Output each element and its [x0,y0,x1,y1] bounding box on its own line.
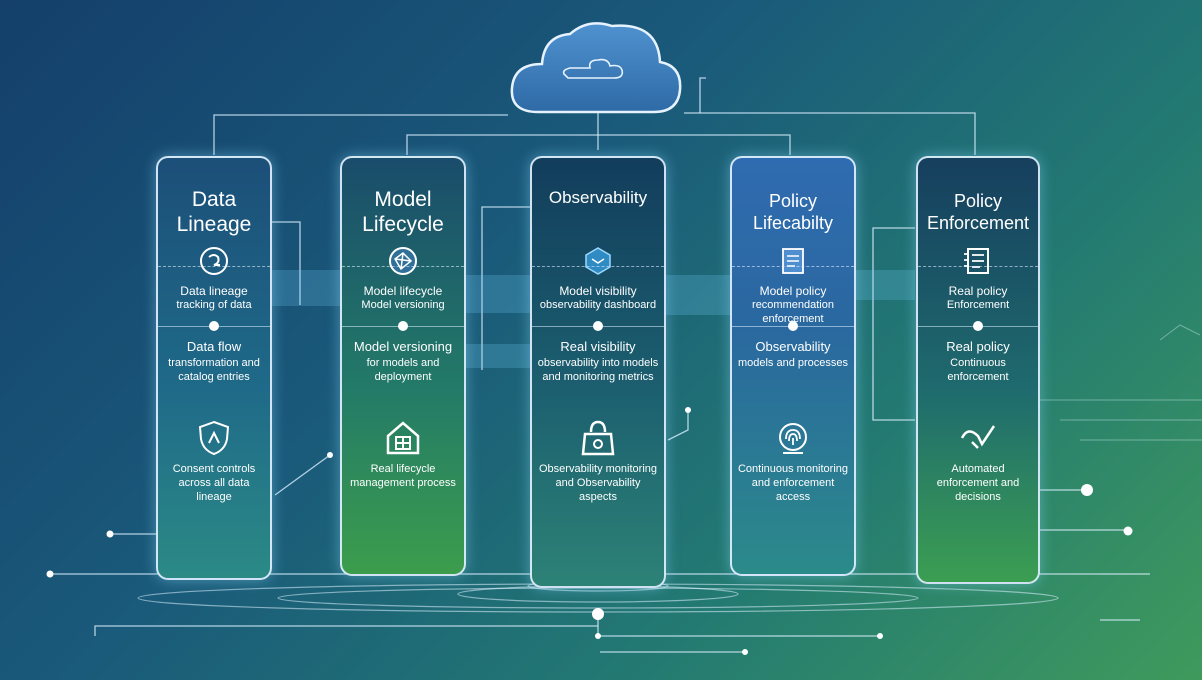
section-1-detail: tracking of data [176,299,252,311]
section-2-lead: Real policy [946,339,1010,354]
section-2-lead: Real visibility [560,339,636,354]
pillar-section-1: Data lineage tracking of data [162,284,266,312]
section-2-detail: models and processes [737,357,849,369]
section-3-text: Continuous monitoring and enforcement ac… [737,463,849,503]
section-1-lead: Data lineage [180,284,248,298]
pillar-policy-enforcement: Policy Enforcement Real policy Enforceme… [916,156,1040,584]
list-icon [918,244,1038,278]
pillar-section-1: Real policy Enforcement [922,284,1034,312]
pillar-policy-lifecabilty: Policy Lifecabilty Model policy recommen… [730,156,856,576]
section-1-detail: Enforcement [946,299,1010,311]
section-1-detail: recommendation enforcement [752,299,834,325]
section-2-lead: Observability [755,339,831,354]
connector-dot [593,321,603,331]
network-icon [342,244,464,278]
dashed-divider [918,266,1038,267]
section-2-lead: Data flow [186,339,242,354]
checkmark-icon [918,416,1038,460]
pillar-header: Policy Enforcement [918,158,1038,266]
dashed-divider [158,266,270,267]
dashed-divider [532,266,664,267]
section-2-detail: observability into models and monitoring… [537,357,659,383]
cloud-icon [510,22,682,114]
section-2-detail: Continuous enforcement [947,357,1009,383]
pillar-model-lifecycle: Model Lifecycle Model lifecycle Model ve… [340,156,466,576]
section-2-lead: Model versioning [353,339,453,354]
pillar-header: Policy Lifecabilty [732,158,854,266]
connector-dot [973,321,983,331]
dashed-divider [342,266,464,267]
section-2-detail: transformation and catalog entries [168,357,260,383]
section-1-detail: Model versioning [361,299,445,311]
pillar-section-1: Model visibility observability dashboard [536,284,660,312]
pillar-title: Observability [548,188,648,207]
pillar-title: Model Lifecycle [362,188,444,236]
connector-dot [788,321,798,331]
section-2-detail: for models and deployment [366,357,440,383]
fingerprint-icon [732,416,854,460]
pillar-title: Policy Enforcement [926,191,1030,233]
section-1-lead: Model policy [759,284,827,298]
section-3-text: Observability monitoring and Observabili… [539,463,657,503]
pillar-header: Model Lifecycle [342,158,464,266]
pillar-header: Observability [532,158,664,238]
pillar-header: Data Lineage [158,158,270,266]
section-1-lead: Real policy [948,284,1008,298]
pillar-data-lineage: Data Lineage Data lineage tracking of da… [156,156,272,580]
section-1-lead: Model lifecycle [363,284,443,298]
pillar-section-2: Model versioning for models and deployme… [346,340,460,384]
pillar-section-1: Model lifecycle Model versioning [346,284,460,312]
home-icon [342,416,464,460]
lineage-icon [158,244,270,278]
lock-icon [532,416,664,460]
section-1-detail: observability dashboard [539,299,657,311]
pillar-observability: Observability Model visibility observabi… [530,156,666,588]
section-3-text: Consent controls across all data lineage [172,463,256,503]
pillar-section-1: Model policy recommendation enforcement [736,284,850,326]
document-icon [732,244,854,278]
section-3-text: Real lifecycle management process [350,463,456,489]
shield-icon [158,416,270,460]
pillar-title: Policy Lifecabilty [752,191,834,233]
pillar-section-2: Real policy Continuous enforcement [922,340,1034,384]
pillar-section-2: Observability models and processes [736,340,850,370]
dashed-divider [732,266,854,267]
section-1-lead: Model visibility [559,284,637,298]
pillar-section-2: Real visibility observability into model… [536,340,660,384]
pillar-title: Data Lineage [176,188,252,236]
section-3-text: Automated enforcement and decisions [936,463,1020,503]
pillar-section-2: Data flow transformation and catalog ent… [162,340,266,384]
connector-dot [398,321,408,331]
cube-icon [532,244,664,278]
connector-dot [209,321,219,331]
